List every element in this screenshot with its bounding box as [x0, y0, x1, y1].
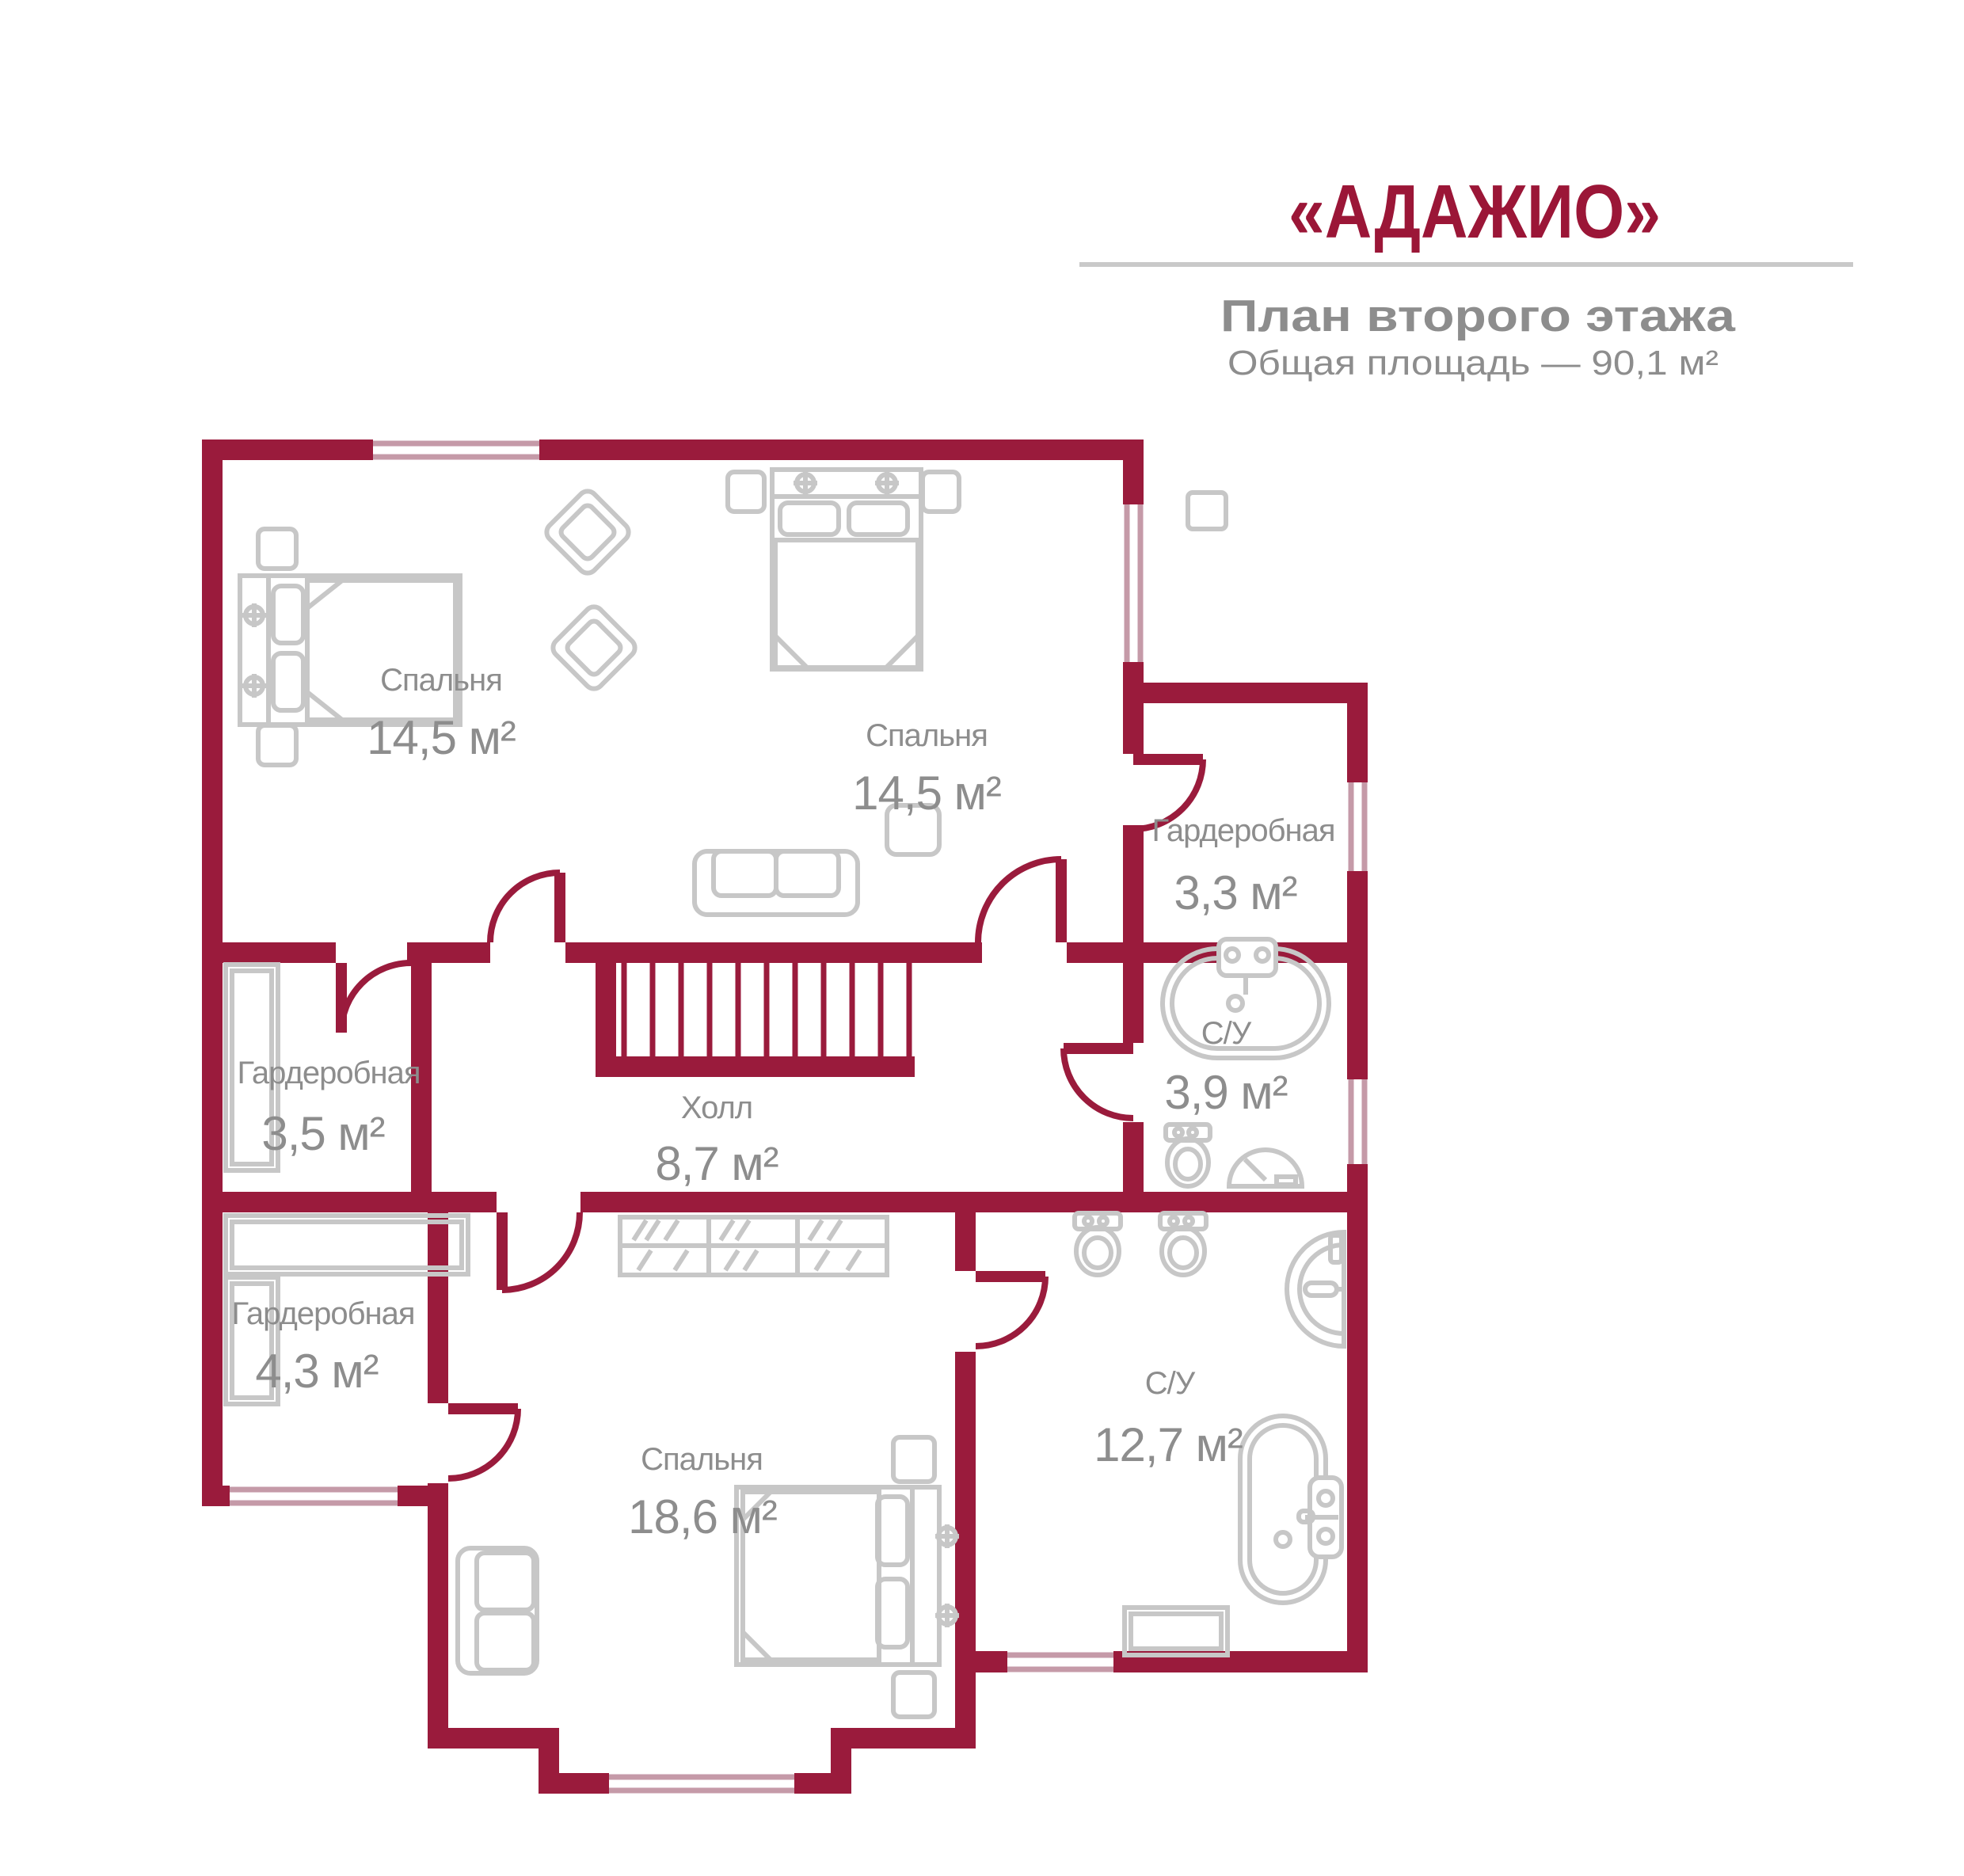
svg-text:С/У: С/У — [1201, 1016, 1252, 1051]
svg-text:Холл: Холл — [681, 1090, 752, 1125]
sink-icon — [1285, 1229, 1346, 1349]
window-bedroom2-right-icon — [1124, 504, 1144, 662]
header: «АДАЖИО» План второго этажа Общая площад… — [1079, 169, 1853, 382]
window-bathroom39-right-icon — [1348, 1079, 1368, 1164]
room-label-bedroom-2: Спальня 14,5 м² — [852, 718, 1002, 820]
svg-text:14,5 м²: 14,5 м² — [367, 711, 516, 764]
door-bedroom1-icon — [487, 870, 565, 943]
bathtub-icon — [1160, 937, 1331, 1060]
furniture — [223, 467, 1346, 1719]
plan-title: «АДАЖИО» — [1288, 169, 1661, 254]
door-bedroom3-wardrobe43-icon — [447, 1403, 521, 1482]
room-label-wardrobe-35: Гардеробная 3,5 м² — [238, 1056, 421, 1160]
svg-text:Гардеробная: Гардеробная — [1152, 813, 1335, 848]
door-bedroom3-hall-icon — [497, 1212, 583, 1293]
bed-double-icon — [734, 1435, 959, 1719]
wardrobe-closet-icon — [223, 1213, 470, 1406]
svg-text:8,7 м²: 8,7 м² — [655, 1137, 778, 1190]
window-wardrobe33-right-icon — [1348, 782, 1368, 871]
room-label-hall: Холл 8,7 м² — [655, 1090, 778, 1190]
windows — [230, 440, 1368, 1794]
door-bedroom2-icon — [975, 856, 1067, 943]
room-label-bedroom-1: Спальня 14,5 м² — [367, 663, 516, 764]
svg-text:С/У: С/У — [1145, 1366, 1196, 1401]
room-labels: Спальня 14,5 м² Спальня 14,5 м² Гардероб… — [232, 663, 1336, 1543]
svg-text:4,3 м²: 4,3 м² — [255, 1345, 378, 1398]
svg-text:Спальня: Спальня — [641, 1442, 763, 1477]
svg-text:Гардеробная: Гардеробная — [238, 1056, 421, 1090]
window-wardrobe43-bottom-icon — [230, 1486, 398, 1506]
svg-text:18,6 м²: 18,6 м² — [628, 1490, 777, 1543]
window-bay-bedroom3-icon — [609, 1774, 794, 1794]
armchair-icon — [544, 489, 631, 576]
room-label-bathroom-127: С/У 12,7 м² — [1094, 1366, 1243, 1471]
svg-text:Спальня: Спальня — [380, 663, 502, 698]
walls — [202, 440, 1368, 1794]
door-bathroom39-icon — [1060, 1043, 1134, 1121]
toilet-icon — [1072, 1211, 1123, 1277]
sofa-icon — [692, 849, 860, 917]
doors — [336, 754, 1206, 1482]
bidet-icon — [1226, 1147, 1305, 1189]
wardrobe-closet-icon — [223, 962, 280, 1173]
cabinet-icon — [1122, 1605, 1230, 1657]
window-bathroom127-bottom-icon — [1007, 1652, 1113, 1672]
room-label-bedroom-3: Спальня 18,6 м² — [628, 1442, 778, 1543]
armchair-icon — [550, 604, 638, 691]
door-wardrobe35-icon — [336, 960, 412, 1033]
toilet-icon — [1158, 1211, 1208, 1277]
sofa-icon — [455, 1546, 539, 1676]
toilet-icon — [1163, 1122, 1212, 1189]
bed-double-icon — [238, 527, 462, 767]
door-bathroom127-icon — [975, 1271, 1049, 1349]
stairs-icon — [621, 963, 912, 1056]
bookshelf-icon — [618, 1215, 889, 1277]
svg-text:3,3 м²: 3,3 м² — [1174, 866, 1296, 919]
bed-double-icon — [725, 467, 961, 672]
door-wardrobe33-icon — [1132, 754, 1206, 832]
bathtub-icon — [1238, 1414, 1344, 1605]
coffee-table-icon — [885, 803, 942, 857]
header-divider — [1079, 262, 1853, 267]
svg-text:Спальня: Спальня — [866, 718, 988, 753]
svg-text:3,9 м²: 3,9 м² — [1164, 1066, 1287, 1119]
svg-text:3,5 м²: 3,5 м² — [261, 1107, 384, 1160]
room-label-wardrobe-43: Гардеробная 4,3 м² — [232, 1296, 416, 1398]
svg-text:Гардеробная: Гардеробная — [232, 1296, 415, 1331]
room-label-bathroom-39: С/У 3,9 м² — [1164, 1016, 1288, 1119]
svg-text:14,5 м²: 14,5 м² — [852, 767, 1001, 820]
exterior-unit-icon — [1186, 490, 1228, 531]
room-label-wardrobe-33: Гардеробная 3,3 м² — [1152, 813, 1336, 919]
window-bedroom1-top-icon — [373, 440, 539, 460]
svg-text:12,7 м²: 12,7 м² — [1094, 1418, 1243, 1471]
plan-subtitle: План второго этажа — [1220, 291, 1736, 341]
plan-total-area: Общая площадь — 90,1 м² — [1228, 344, 1718, 382]
